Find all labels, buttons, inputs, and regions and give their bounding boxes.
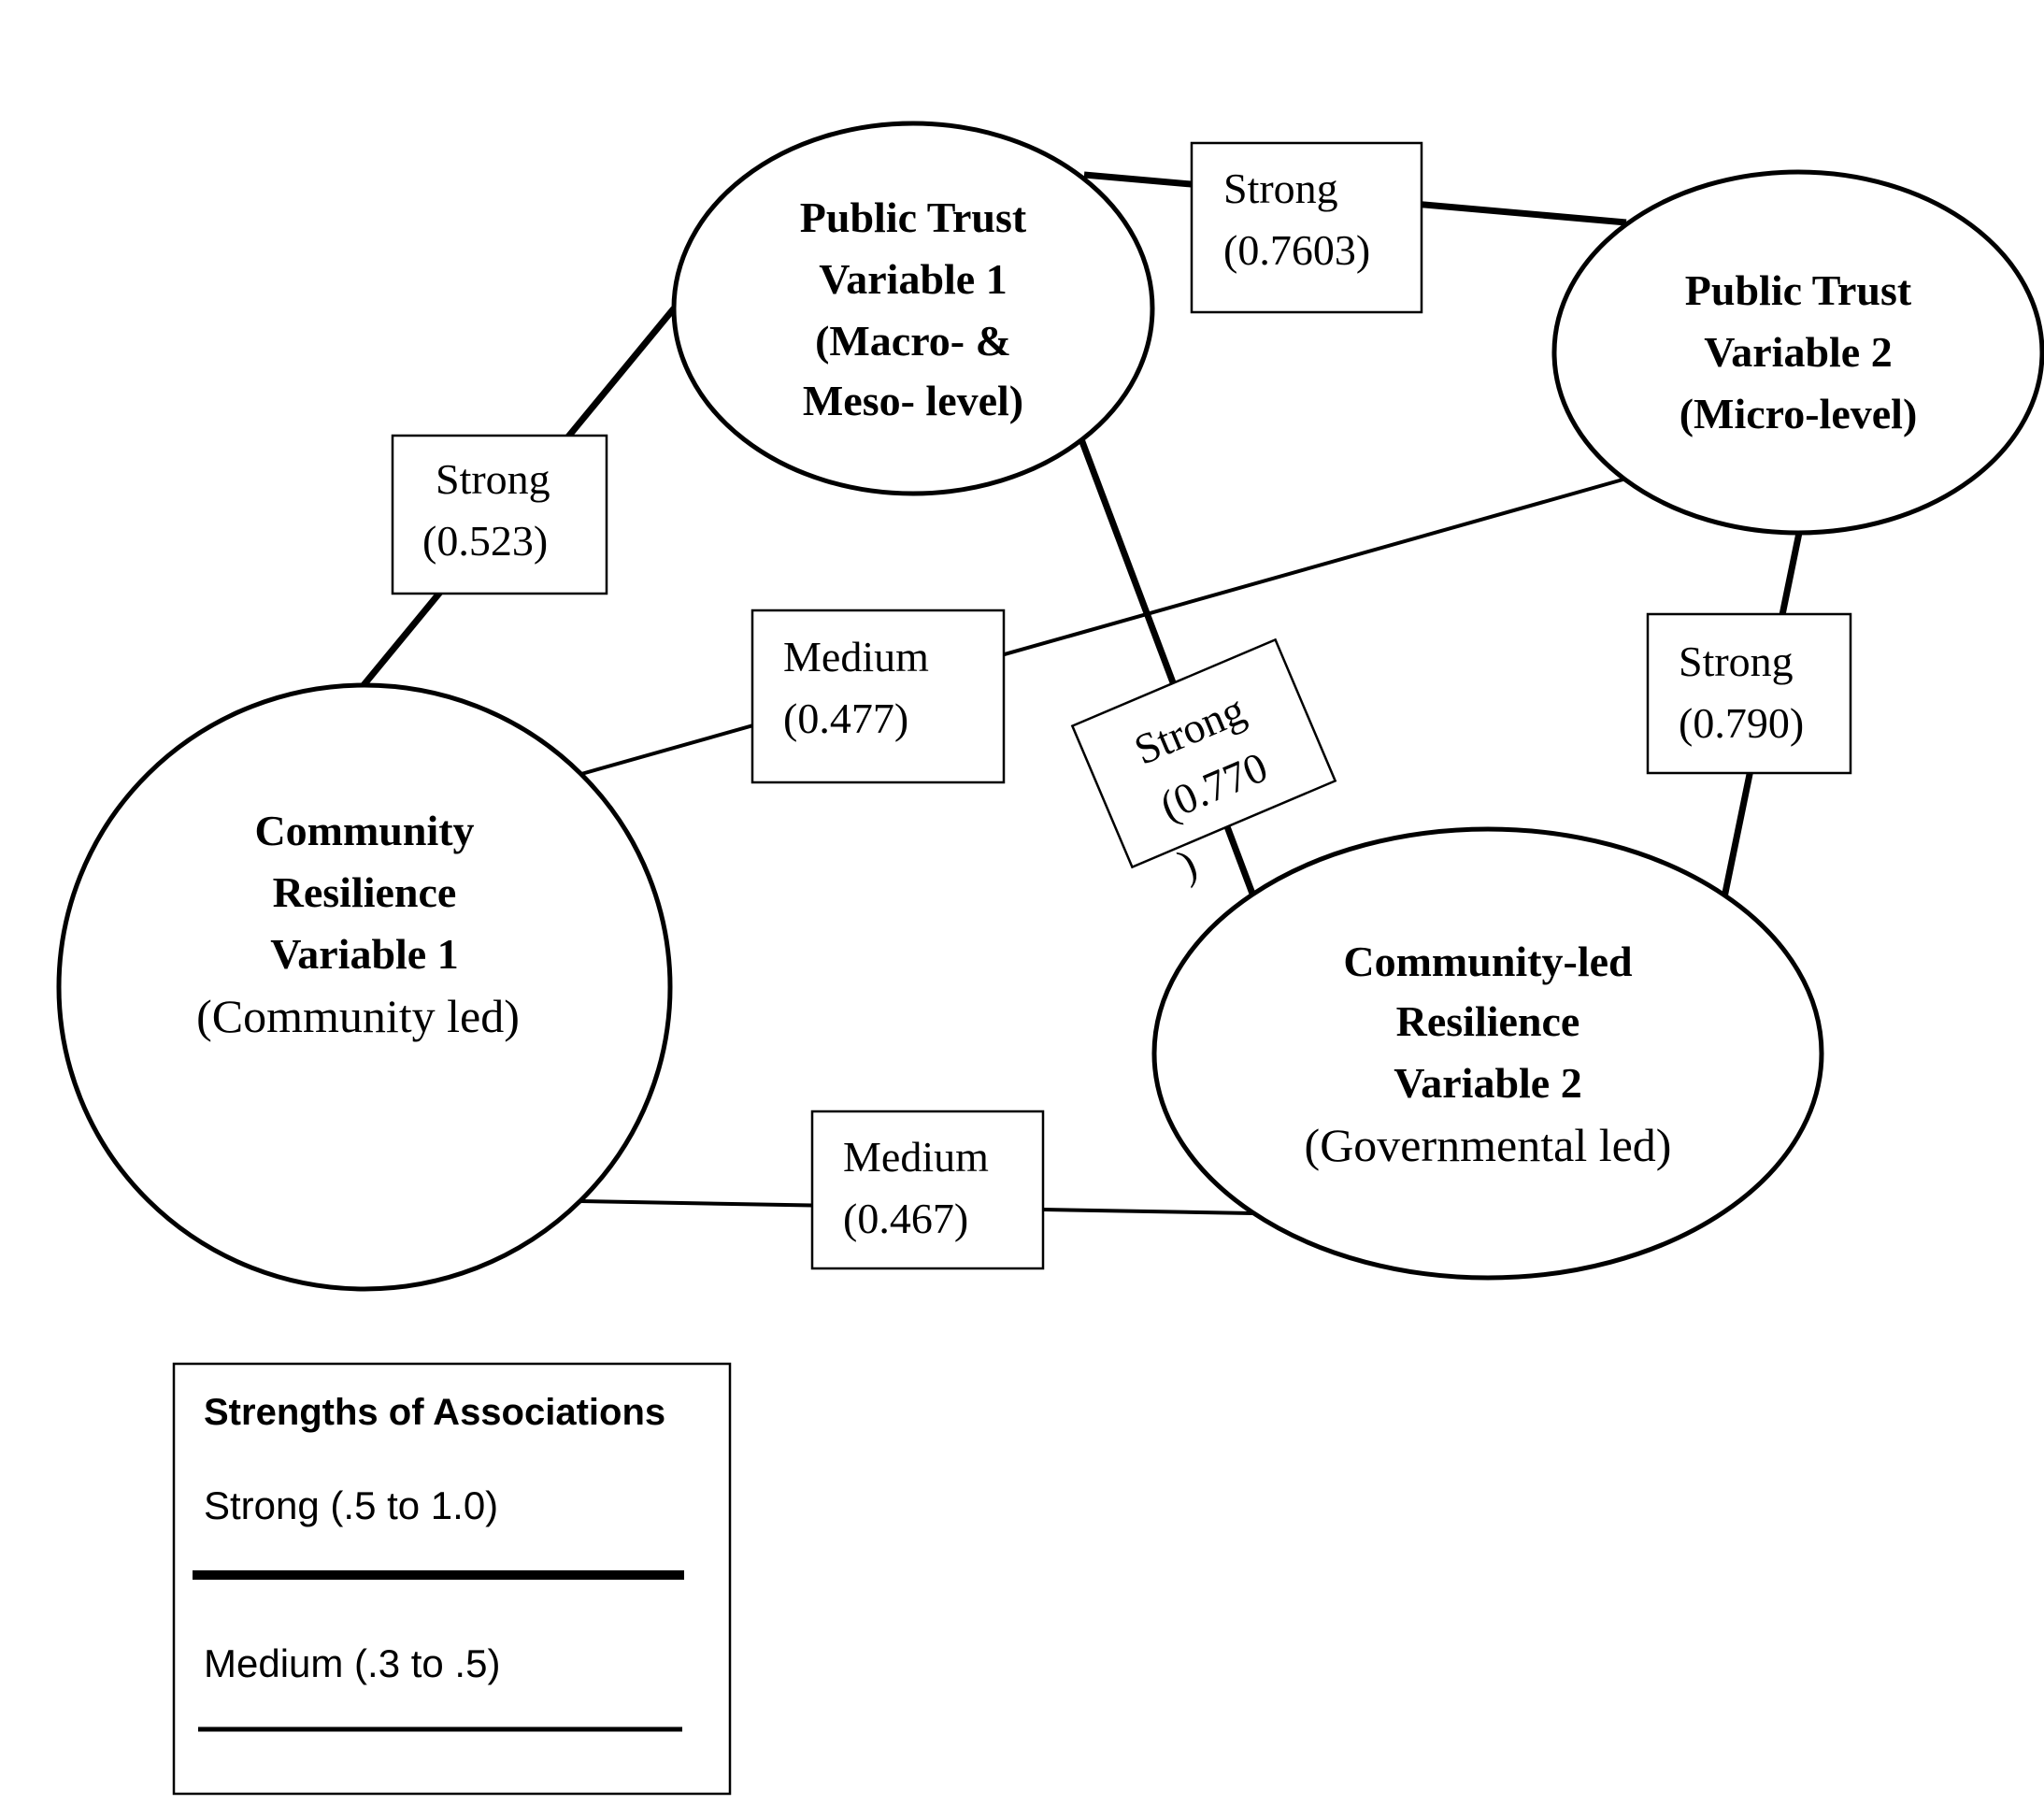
- edge-value: (0.523): [422, 517, 548, 565]
- node-label-line: Community: [254, 807, 474, 854]
- edge-label-pt1-cr1: Strong (0.523): [391, 434, 608, 595]
- node-label-line: Meso- level): [803, 377, 1023, 424]
- node-community-resilience-1: Community Resilience Variable 1 (Communi…: [56, 682, 673, 1292]
- edge-value-overflow: ): [1172, 839, 1204, 889]
- edge-label-cr1-cr2: Medium (0.467): [810, 1110, 1045, 1270]
- edge-strength: Strong: [1679, 637, 1794, 685]
- edge-value: (0.7603): [1223, 226, 1370, 274]
- node-label-line: Public Trust: [1685, 266, 1912, 314]
- edge-value: (0.467): [843, 1195, 968, 1242]
- node-label-line: Community-led: [1343, 938, 1633, 985]
- legend-medium-label: Medium (.3 to .5): [204, 1641, 500, 1685]
- edge-strength: Medium: [783, 633, 929, 680]
- edge-strength: Strong: [436, 455, 550, 503]
- legend-title: Strengths of Associations: [204, 1392, 665, 1433]
- edge-label-pt2-cr2: Strong (0.790): [1646, 612, 1852, 775]
- edge-value: (0.477): [783, 695, 908, 742]
- node-community-resilience-2: Community-led Resilience Variable 2 (Gov…: [1151, 826, 1824, 1281]
- edge-label-pt1-cr2: Strong (0.770 ): [1070, 637, 1337, 889]
- edge-strength: Medium: [843, 1133, 989, 1181]
- node-public-trust-2: Public Trust Variable 2 (Micro-level): [1551, 169, 2044, 536]
- node-sublabel: (Governmental led): [1305, 1119, 1672, 1171]
- edge-strength: Strong: [1223, 165, 1338, 212]
- node-label-line: (Micro-level): [1680, 390, 1918, 437]
- node-label-line: Variable 1: [819, 255, 1007, 303]
- legend: Strengths of Associations Strong (.5 to …: [172, 1362, 732, 1796]
- edge-value: (0.790): [1679, 699, 1804, 747]
- node-label-line: Variable 2: [1704, 328, 1892, 376]
- node-label-line: (Macro- &: [815, 317, 1011, 365]
- node-label-line: Variable 2: [1394, 1059, 1581, 1107]
- edge-label-pt1-pt2: Strong (0.7603): [1190, 141, 1423, 314]
- node-label-line: Public Trust: [800, 193, 1027, 241]
- node-label-line: Resilience: [273, 868, 457, 916]
- legend-strong-label: Strong (.5 to 1.0): [204, 1483, 498, 1527]
- node-sublabel: (Community led): [196, 990, 520, 1042]
- edge-label-pt2-cr1: Medium (0.477): [750, 609, 1006, 784]
- node-label-line: Resilience: [1396, 997, 1580, 1045]
- node-public-trust-1: Public Trust Variable 1 (Macro- & Meso- …: [671, 121, 1155, 496]
- node-label-line: Variable 1: [270, 930, 458, 978]
